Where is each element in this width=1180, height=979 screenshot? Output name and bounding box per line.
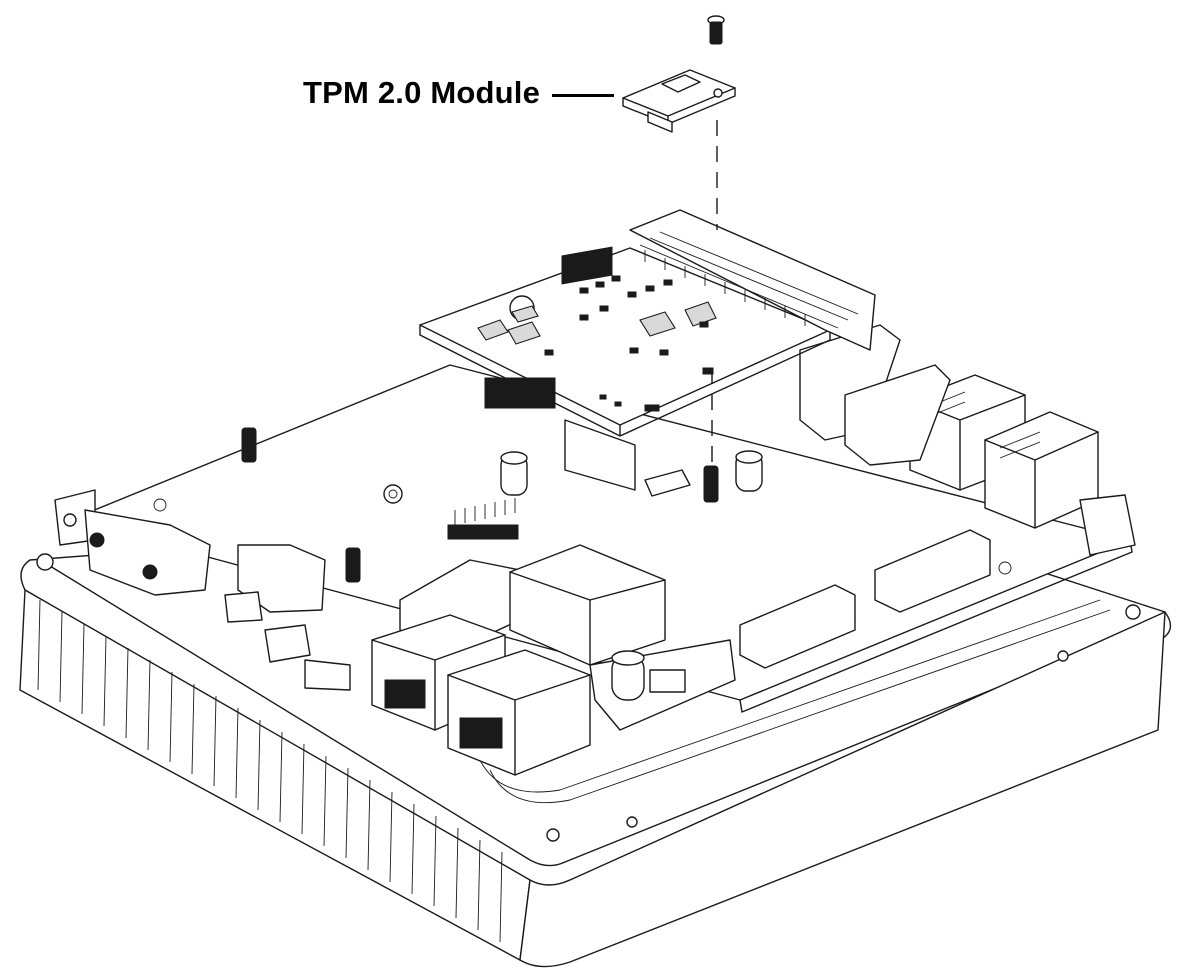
callout-leader-line [552, 94, 614, 97]
tpm-module [622, 69, 736, 133]
main-board [54, 324, 1136, 776]
standoff [241, 427, 257, 463]
m2-slot [874, 529, 991, 613]
power-connector [54, 489, 211, 596]
screw [707, 15, 725, 45]
heatsink-fins [37, 599, 503, 943]
ethernet-port-2 [447, 649, 591, 776]
daughter-board [419, 209, 876, 491]
tpm-module-exploded [622, 15, 736, 470]
tpm-module-callout-label: TPM 2.0 Module [303, 75, 541, 110]
m2-slot [739, 584, 856, 669]
chip [561, 246, 613, 285]
standoff [703, 465, 719, 503]
pin-header [447, 498, 519, 540]
standoff [345, 547, 361, 583]
